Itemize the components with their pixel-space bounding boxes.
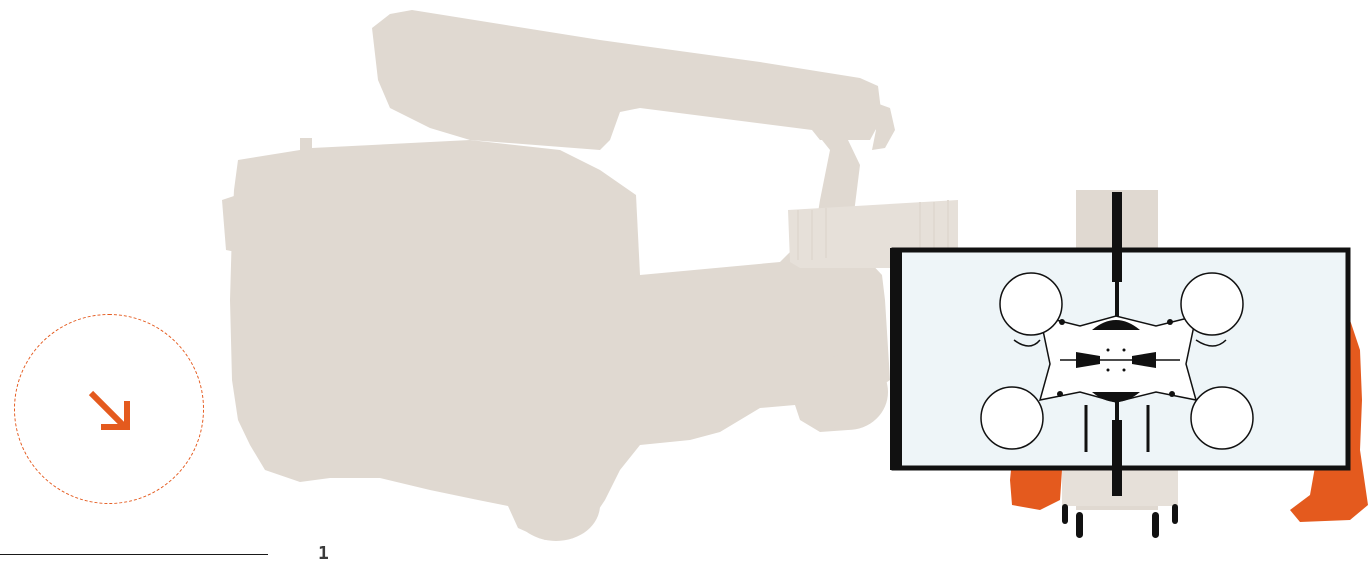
scroll-down-button[interactable] (14, 314, 204, 504)
arrow-down-right-icon (85, 385, 135, 435)
step-divider (0, 554, 268, 555)
truck-crane-silhouette (222, 10, 958, 541)
step-number: 1 (318, 543, 329, 565)
